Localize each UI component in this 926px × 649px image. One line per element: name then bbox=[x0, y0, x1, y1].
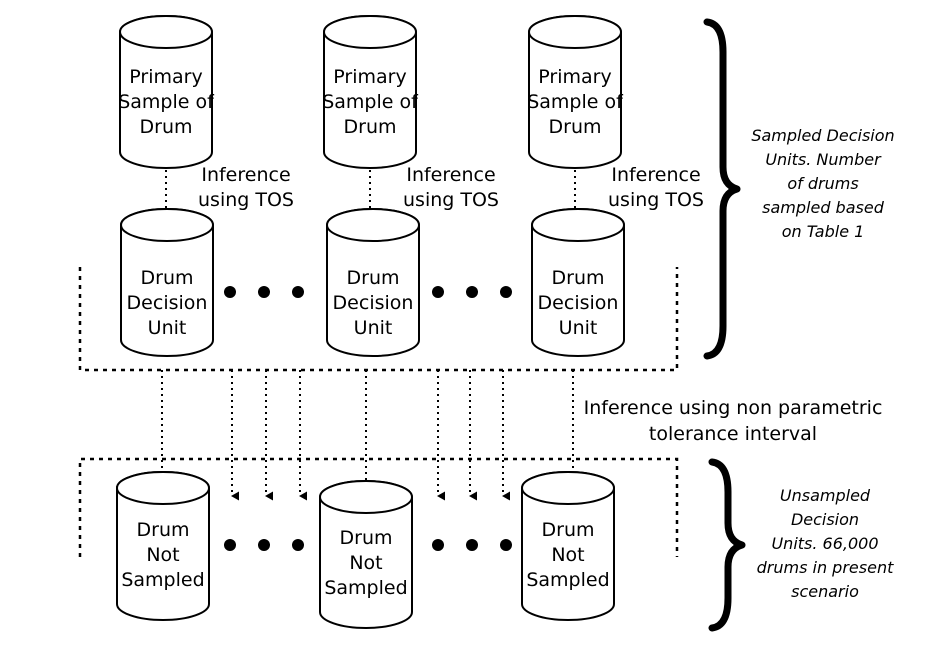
unsampled-units-note-line: Unsampled bbox=[780, 486, 871, 505]
primary-sample-label-line: Primary bbox=[129, 66, 202, 88]
cylinder-lid bbox=[528, 15, 622, 49]
ellipsis-dots bbox=[224, 286, 304, 298]
drum-not-sampled bbox=[521, 471, 615, 621]
drum-not-sampled bbox=[319, 480, 413, 629]
tolerance-interval-label-line: Inference using non parametric bbox=[584, 397, 883, 419]
ellipsis-dot bbox=[224, 539, 236, 551]
ellipsis-dot bbox=[466, 539, 478, 551]
ellipsis-dots bbox=[224, 539, 304, 551]
primary-sample-label-line: Sample of bbox=[322, 91, 419, 113]
ellipsis-dot bbox=[466, 286, 478, 298]
ellipsis-dot bbox=[500, 539, 512, 551]
tos-inference-label-line: Inference bbox=[611, 164, 700, 186]
decision-unit-label-line: Unit bbox=[559, 317, 598, 339]
primary-sample-label-line: Primary bbox=[538, 66, 611, 88]
ellipsis-dot bbox=[432, 286, 444, 298]
sampled-brace bbox=[703, 18, 741, 360]
not-sampled-label-line: Sampled bbox=[324, 577, 407, 599]
tolerance-interval-label: Inference using non parametric tolerance … bbox=[584, 397, 883, 445]
sampled-units-note-line: Units. Number bbox=[765, 150, 882, 169]
tos-inference-label-line: using TOS bbox=[198, 189, 294, 211]
primary-sample-drum bbox=[119, 15, 213, 169]
not-sampled-label-line: Not bbox=[146, 544, 179, 566]
unsampled-brace bbox=[708, 458, 746, 632]
not-sampled-label-line: Sampled bbox=[121, 569, 204, 591]
ellipsis-dot bbox=[292, 286, 304, 298]
unsampled-units-note-line: Decision bbox=[791, 510, 859, 529]
unsampled-units-note-line: scenario bbox=[791, 582, 859, 601]
sampled-units-note-line: on Table 1 bbox=[782, 222, 865, 241]
not-sampled-label-line: Sampled bbox=[526, 569, 609, 591]
tolerance-interval-label-line: tolerance interval bbox=[649, 423, 817, 445]
ellipsis-dot bbox=[292, 539, 304, 551]
decision-unit-label-line: Unit bbox=[148, 317, 187, 339]
cylinder-lid bbox=[319, 480, 413, 514]
decision-unit-label-line: Drum bbox=[552, 267, 605, 289]
unsampled-units-note-line: Units. 66,000 bbox=[771, 534, 878, 553]
sampled-units-note-line: sampled based bbox=[762, 198, 885, 217]
primary-sample-label-line: Sample of bbox=[118, 91, 215, 113]
primary-sample-label-line: Drum bbox=[344, 116, 397, 138]
ellipsis-dot bbox=[258, 286, 270, 298]
decision-unit-label-line: Decision bbox=[333, 292, 414, 314]
ellipsis-dot bbox=[258, 539, 270, 551]
drum-not-sampled bbox=[116, 471, 210, 621]
tos-inference-label-line: Inference bbox=[406, 164, 495, 186]
cylinder-lid bbox=[323, 15, 417, 49]
drum-decision-unit bbox=[326, 208, 420, 357]
cylinder-lid bbox=[120, 208, 214, 242]
cylinder-lid bbox=[116, 471, 210, 505]
decision-unit-label-line: Unit bbox=[354, 317, 393, 339]
tos-inference-label: Inference using TOS bbox=[608, 164, 704, 211]
primary-sample-label-line: Sample of bbox=[527, 91, 624, 113]
tos-inference-label: Inference using TOS bbox=[198, 164, 294, 211]
decision-unit-label-line: Drum bbox=[141, 267, 194, 289]
ellipsis-dot bbox=[432, 539, 444, 551]
not-sampled-label-line: Drum bbox=[542, 519, 595, 541]
decision-unit-label-line: Drum bbox=[347, 267, 400, 289]
not-sampled-label-line: Drum bbox=[340, 527, 393, 549]
decision-unit-label-line: Decision bbox=[538, 292, 619, 314]
primary-sample-label-line: Drum bbox=[549, 116, 602, 138]
sampled-units-note-line: Sampled Decision bbox=[751, 126, 894, 145]
ellipsis-dots bbox=[432, 286, 512, 298]
ellipsis-dots bbox=[432, 539, 512, 551]
primary-sample-drum bbox=[528, 15, 622, 169]
drum-decision-unit bbox=[120, 208, 214, 357]
drum-decision-unit bbox=[531, 208, 625, 357]
not-sampled-label-line: Not bbox=[551, 544, 584, 566]
ellipsis-dot bbox=[224, 286, 236, 298]
cylinder-lid bbox=[531, 208, 625, 242]
decision-unit-label-line: Decision bbox=[127, 292, 208, 314]
tos-inference-label-line: Inference bbox=[201, 164, 290, 186]
not-sampled-label-line: Not bbox=[349, 552, 382, 574]
primary-sample-label-line: Drum bbox=[140, 116, 193, 138]
primary-sample-label-line: Primary bbox=[333, 66, 406, 88]
tos-inference-label-line: using TOS bbox=[608, 189, 704, 211]
tos-inference-label-line: using TOS bbox=[403, 189, 499, 211]
tos-inference-label: Inference using TOS bbox=[403, 164, 499, 211]
ellipsis-dot bbox=[500, 286, 512, 298]
sampled-units-note-line: of drums bbox=[787, 174, 858, 193]
cylinder-lid bbox=[119, 15, 213, 49]
not-sampled-label-line: Drum bbox=[137, 519, 190, 541]
cylinder-lid bbox=[521, 471, 615, 505]
cylinder-lid bbox=[326, 208, 420, 242]
unsampled-units-note-line: drums in present bbox=[757, 558, 894, 577]
unsampled-group-bracket bbox=[78, 457, 679, 557]
primary-sample-drum bbox=[323, 15, 417, 169]
